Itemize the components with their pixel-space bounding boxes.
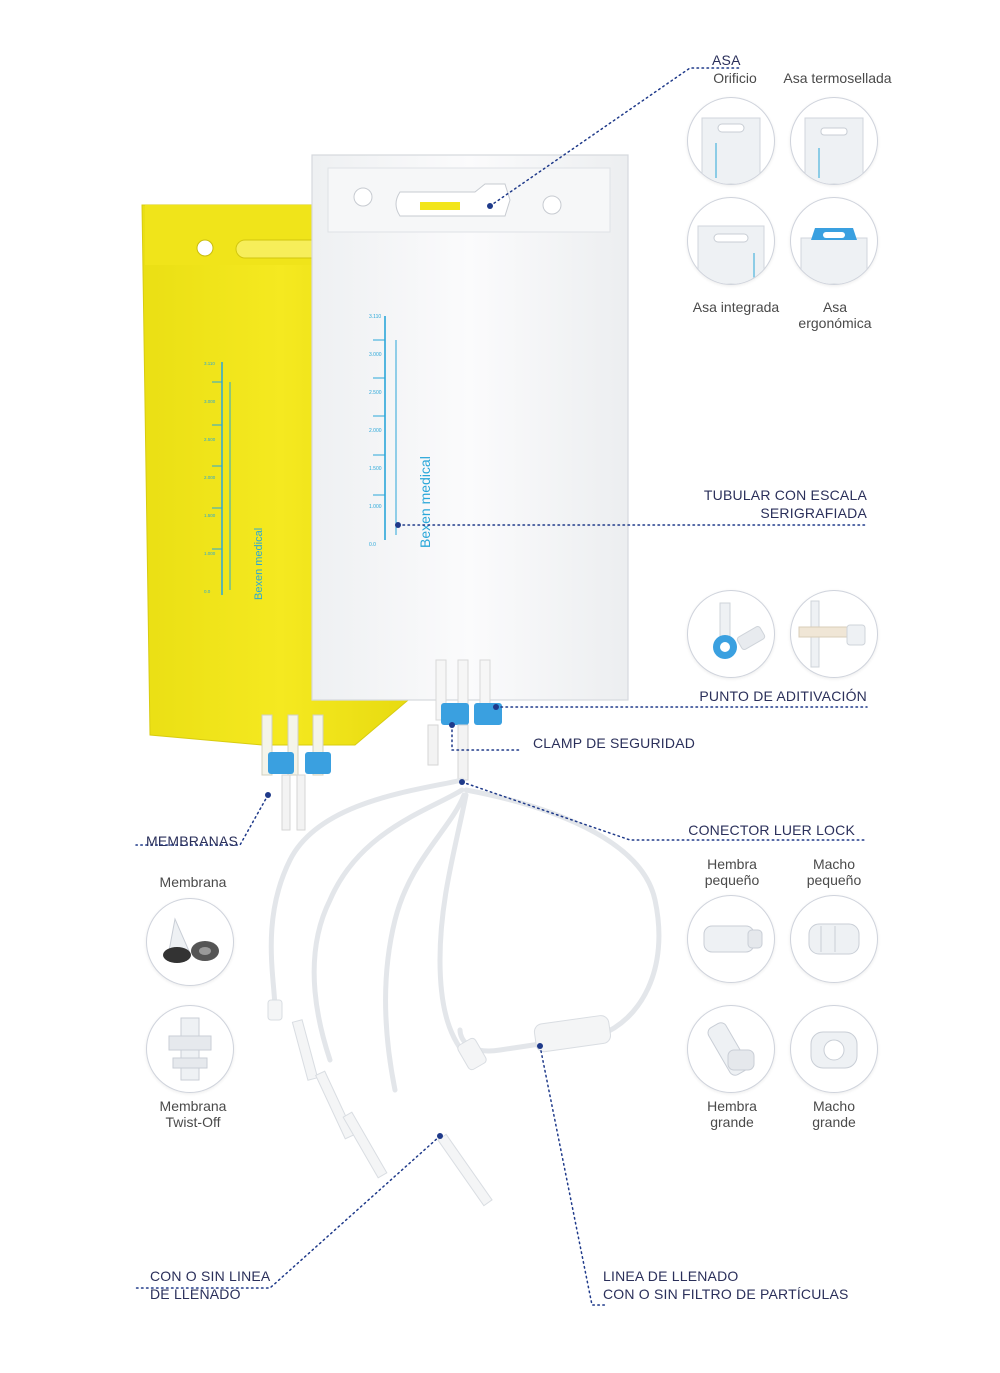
white-scale-label: 3.000 bbox=[369, 352, 382, 358]
label-clamp: CLAMP DE SEGURIDAD bbox=[533, 735, 696, 751]
leader-dots bbox=[265, 203, 543, 1139]
label-con-sin-linea-1: CON O SIN LINEA bbox=[150, 1268, 271, 1284]
yellow-scale-label: 2.000 bbox=[204, 475, 216, 480]
caption-hembra-pequeno-2: pequeño bbox=[704, 872, 760, 888]
white-scale-label: 3.110 bbox=[369, 314, 381, 320]
label-asa: ASA bbox=[712, 52, 741, 68]
white-scale-label: 1.000 bbox=[369, 504, 382, 510]
aditivacion-image-1 bbox=[687, 590, 775, 678]
asa-termosellada-image bbox=[790, 97, 878, 185]
yellow-brand-text: Bexen medical bbox=[253, 528, 265, 600]
macho-grande-image bbox=[790, 1005, 878, 1093]
caption-macho-pequeno-1: Macho bbox=[812, 856, 856, 872]
label-tubular-2: SERIGRAFIADA bbox=[760, 505, 867, 521]
membrana-twist-off-image bbox=[146, 1005, 234, 1093]
label-punto-aditivacion: PUNTO DE ADITIVACIÓN bbox=[699, 688, 867, 704]
tube-connectors bbox=[267, 999, 612, 1207]
label-conector-luer: CONECTOR LUER LOCK bbox=[688, 822, 855, 838]
caption-macho-grande-2: grande bbox=[812, 1114, 856, 1130]
caption-asa-ergonomica-2: ergonómica bbox=[798, 315, 872, 331]
caption-membrana-twist-2: Twist-Off bbox=[165, 1114, 221, 1130]
caption-macho-grande-1: Macho bbox=[812, 1098, 856, 1114]
caption-membrana: Membrana bbox=[159, 874, 227, 890]
yellow-scale-label: 1.000 bbox=[204, 551, 216, 556]
caption-hembra-grande-2: grande bbox=[710, 1114, 754, 1130]
asa-integrada-image bbox=[687, 197, 775, 285]
white-brand-text: Bexen medical bbox=[417, 456, 433, 548]
aditivacion-image-2 bbox=[790, 590, 878, 678]
white-bag: Bexen medical bbox=[311, 154, 629, 781]
yellow-scale-label: 0.0 bbox=[204, 589, 211, 594]
hembra-pequeno-image bbox=[687, 895, 775, 983]
leader-lines bbox=[135, 67, 868, 1306]
white-scale-label: 2.000 bbox=[369, 428, 382, 434]
asa-orificio-image bbox=[687, 97, 775, 185]
caption-hembra-grande-1: Hembra bbox=[707, 1098, 757, 1114]
caption-hembra-pequeno-1: Hembra bbox=[707, 856, 757, 872]
caption-asa-termosellada: Asa termosellada bbox=[783, 70, 892, 86]
yellow-scale-label: 3.000 bbox=[204, 399, 216, 404]
caption-orificio: Orificio bbox=[713, 70, 757, 86]
label-linea-llenado-2: CON O SIN FILTRO DE PARTÍCULAS bbox=[603, 1286, 849, 1302]
label-tubular-1: TUBULAR CON ESCALA bbox=[703, 487, 867, 503]
label-membranas: MEMBRANAS bbox=[146, 833, 239, 849]
asa-ergonomica-image bbox=[790, 197, 878, 285]
white-scale-label: 1.500 bbox=[369, 466, 382, 472]
yellow-scale-label: 2.500 bbox=[204, 437, 216, 442]
yellow-scale-label: 3.110 bbox=[204, 361, 215, 366]
macho-pequeno-image bbox=[790, 895, 878, 983]
hembra-grande-image bbox=[687, 1005, 775, 1093]
white-scale-label: 2.500 bbox=[369, 390, 382, 396]
white-scale-label: 0.0 bbox=[369, 542, 376, 548]
label-con-sin-linea-2: DE LLENADO bbox=[150, 1286, 241, 1302]
caption-asa-ergonomica-1: Asa bbox=[822, 299, 848, 315]
yellow-scale-label: 1.500 bbox=[204, 513, 216, 518]
caption-membrana-twist-1: Membrana bbox=[159, 1098, 227, 1114]
caption-asa-integrada: Asa integrada bbox=[692, 299, 780, 315]
membrana-image bbox=[146, 898, 234, 986]
label-linea-llenado-1: LINEA DE LLENADO bbox=[603, 1268, 739, 1284]
caption-macho-pequeno-2: pequeño bbox=[806, 872, 862, 888]
